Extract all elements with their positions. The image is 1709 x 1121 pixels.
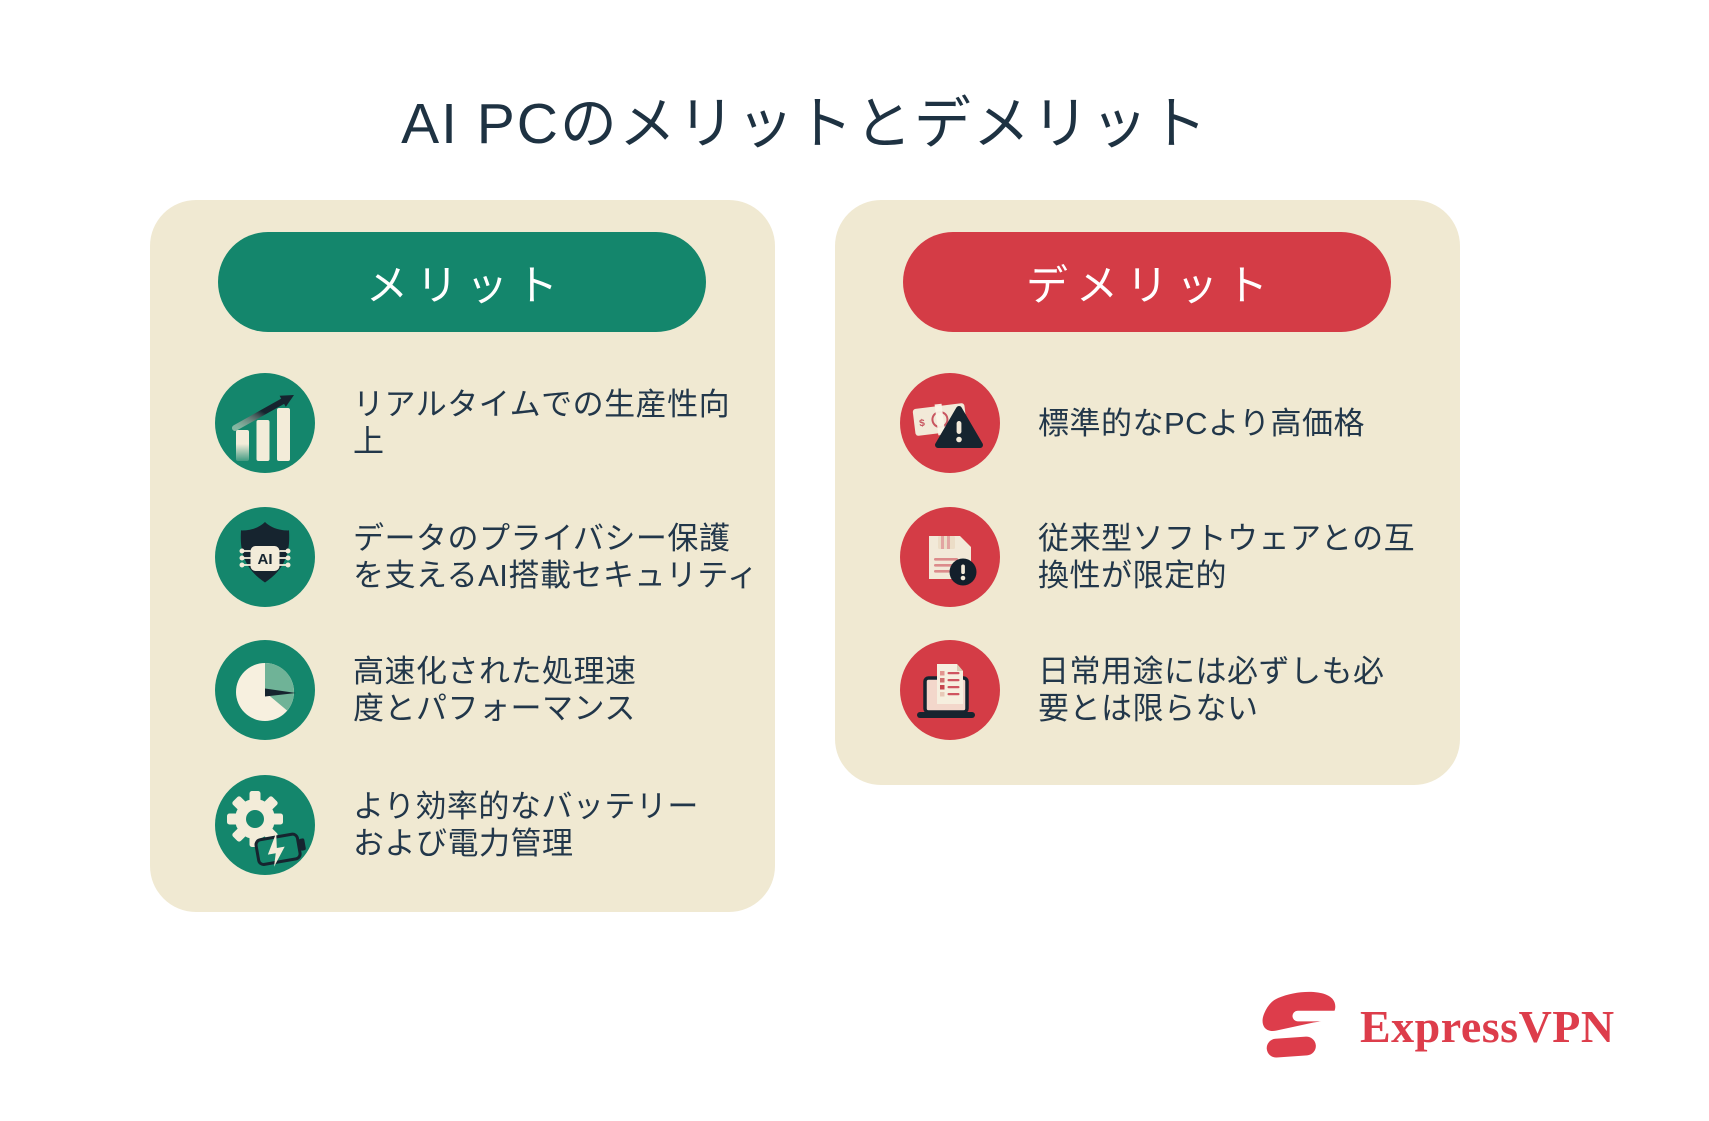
demerit-item-everyday-use: 日常用途には必ずしも必 要とは限らない [900, 640, 1445, 740]
demerit-item-text: 日常用途には必ずしも必 要とは限らない [1038, 654, 1385, 726]
merits-header-label: メリット [365, 261, 566, 309]
laptop-checklist-icon [900, 640, 1000, 740]
ai-shield-icon: AI [215, 507, 315, 607]
page-title: AI PCのメリットとデメリット [401, 92, 1209, 156]
expressvpn-logo-icon [1262, 990, 1344, 1062]
gear-battery-icon [215, 775, 315, 875]
demerit-item-text: 標準的なPCより高価格 [1038, 405, 1365, 441]
svg-text:$: $ [919, 418, 926, 430]
speedometer-icon [215, 640, 315, 740]
merit-item-text: 高速化された処理速 度とパフォーマンス [353, 654, 637, 726]
merits-header-pill: メリット [218, 232, 706, 332]
merits-panel: メリット [150, 200, 775, 912]
brand-logo: ExpressVPN [1262, 990, 1615, 1062]
money-warning-icon: $ $ [900, 373, 1000, 473]
bar-chart-growth-icon [215, 373, 315, 473]
merit-item-text: より効率的なバッテリー および電力管理 [353, 789, 699, 861]
demerits-header-label: デメリット [1025, 261, 1276, 309]
demerits-panel: デメリット $ $ 標準的なPCより高価格 [835, 200, 1460, 785]
expressvpn-wordmark: ExpressVPN [1360, 1000, 1615, 1052]
svg-text:AI: AI [258, 551, 273, 568]
merit-item-productivity: リアルタイムでの生産性向上 [215, 373, 760, 473]
demerit-item-compatibility: 従来型ソフトウェアとの互 換性が限定的 [900, 507, 1445, 607]
demerit-item-price: $ $ 標準的なPCより高価格 [900, 373, 1445, 473]
merit-item-ai-security: AI データのプライバシー保護 を支えるAI搭載セキュリティ [215, 507, 760, 607]
merit-item-text: リアルタイムでの生産性向上 [353, 387, 731, 459]
merit-item-text: データのプライバシー保護 を支えるAI搭載セキュリティ [353, 521, 759, 593]
merit-item-battery: より効率的なバッテリー および電力管理 [215, 775, 760, 875]
demerits-header-pill: デメリット [903, 232, 1391, 332]
demerit-item-text: 従来型ソフトウェアとの互 換性が限定的 [1038, 521, 1416, 593]
floppy-warning-icon [900, 507, 1000, 607]
merit-item-speed: 高速化された処理速 度とパフォーマンス [215, 640, 760, 740]
